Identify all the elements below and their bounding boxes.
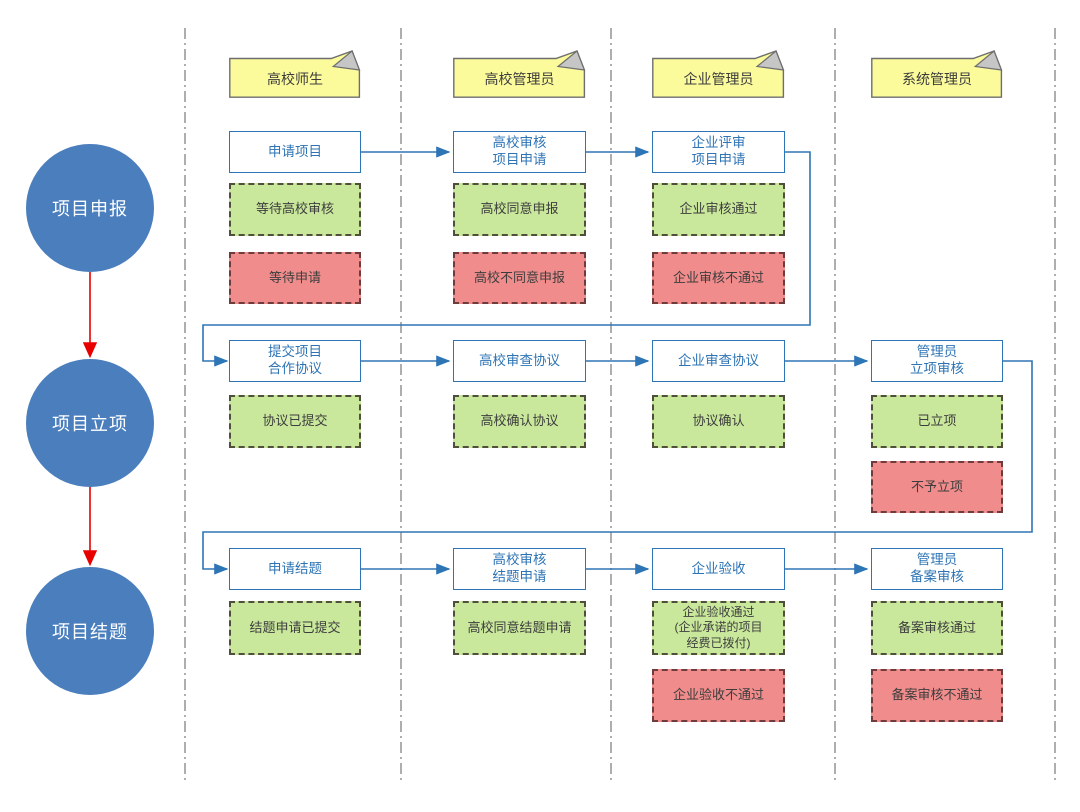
status-agreement-confirmed: 协议确认 — [652, 395, 785, 448]
status-filing-review-failed: 备案审核不通过 — [871, 669, 1003, 722]
node-univ-review-application: 高校审核 项目申请 — [453, 131, 586, 173]
node-company-review-application: 企业评审 项目申请 — [652, 131, 785, 173]
note-shape — [871, 50, 1003, 98]
status-filing-review-passed: 备案审核通过 — [871, 601, 1003, 655]
status-company-review-passed: 企业审核通过 — [652, 183, 785, 236]
phase-circle-declare: 项目申报 — [26, 144, 154, 272]
status-company-acceptance-passed: 企业验收通过 (企业承诺的项目 经费已拨付) — [652, 601, 785, 655]
node-admin-approval-review: 管理员 立项审核 — [871, 340, 1003, 382]
phase-circle-closure: 项目结题 — [26, 567, 154, 695]
node-company-review-agreement: 企业审查协议 — [652, 340, 785, 382]
status-univ-confirm-agreement: 高校确认协议 — [453, 395, 586, 448]
note-shape — [229, 50, 361, 98]
status-waiting-apply: 等待申请 — [229, 252, 361, 304]
status-company-review-failed: 企业审核不通过 — [652, 252, 785, 304]
lane-header-label: 企业管理员 — [683, 70, 754, 87]
lane-header-company-admin: 企业管理员 — [652, 50, 785, 98]
status-project-rejected: 不予立项 — [871, 461, 1003, 513]
status-agreement-submitted: 协议已提交 — [229, 395, 361, 448]
node-apply-project: 申请项目 — [229, 131, 361, 173]
node-univ-review-closure: 高校审核 结题申请 — [453, 548, 586, 590]
node-univ-review-agreement: 高校审查协议 — [453, 340, 586, 382]
status-closure-submitted: 结题申请已提交 — [229, 601, 361, 655]
status-univ-agree-apply: 高校同意申报 — [453, 183, 586, 236]
node-apply-closure: 申请结题 — [229, 548, 361, 590]
node-admin-filing-review: 管理员 备案审核 — [871, 548, 1003, 590]
note-shape — [652, 50, 785, 98]
lane-header-univ-staff: 高校师生 — [229, 50, 361, 98]
phase-label: 项目申报 — [52, 199, 128, 219]
phase-label: 项目结题 — [52, 622, 128, 642]
lane-header-system-admin: 系统管理员 — [871, 50, 1003, 98]
status-company-acceptance-failed: 企业验收不通过 — [652, 669, 785, 722]
lane-header-label: 高校管理员 — [484, 70, 555, 87]
lane-header-univ-admin: 高校管理员 — [453, 50, 586, 98]
lane-header-label: 系统管理员 — [902, 70, 972, 87]
node-submit-cooperation-agreement: 提交项目 合作协议 — [229, 340, 361, 382]
status-project-approved: 已立项 — [871, 395, 1003, 448]
lane-header-label: 高校师生 — [267, 70, 323, 87]
status-waiting-univ-review: 等待高校审核 — [229, 183, 361, 236]
phase-circle-approve: 项目立项 — [26, 359, 154, 487]
status-univ-disagree-apply: 高校不同意申报 — [453, 252, 586, 304]
note-shape — [453, 50, 586, 98]
phase-label: 项目立项 — [52, 414, 128, 434]
status-univ-agree-closure: 高校同意结题申请 — [453, 601, 586, 655]
node-company-acceptance: 企业验收 — [652, 548, 785, 590]
